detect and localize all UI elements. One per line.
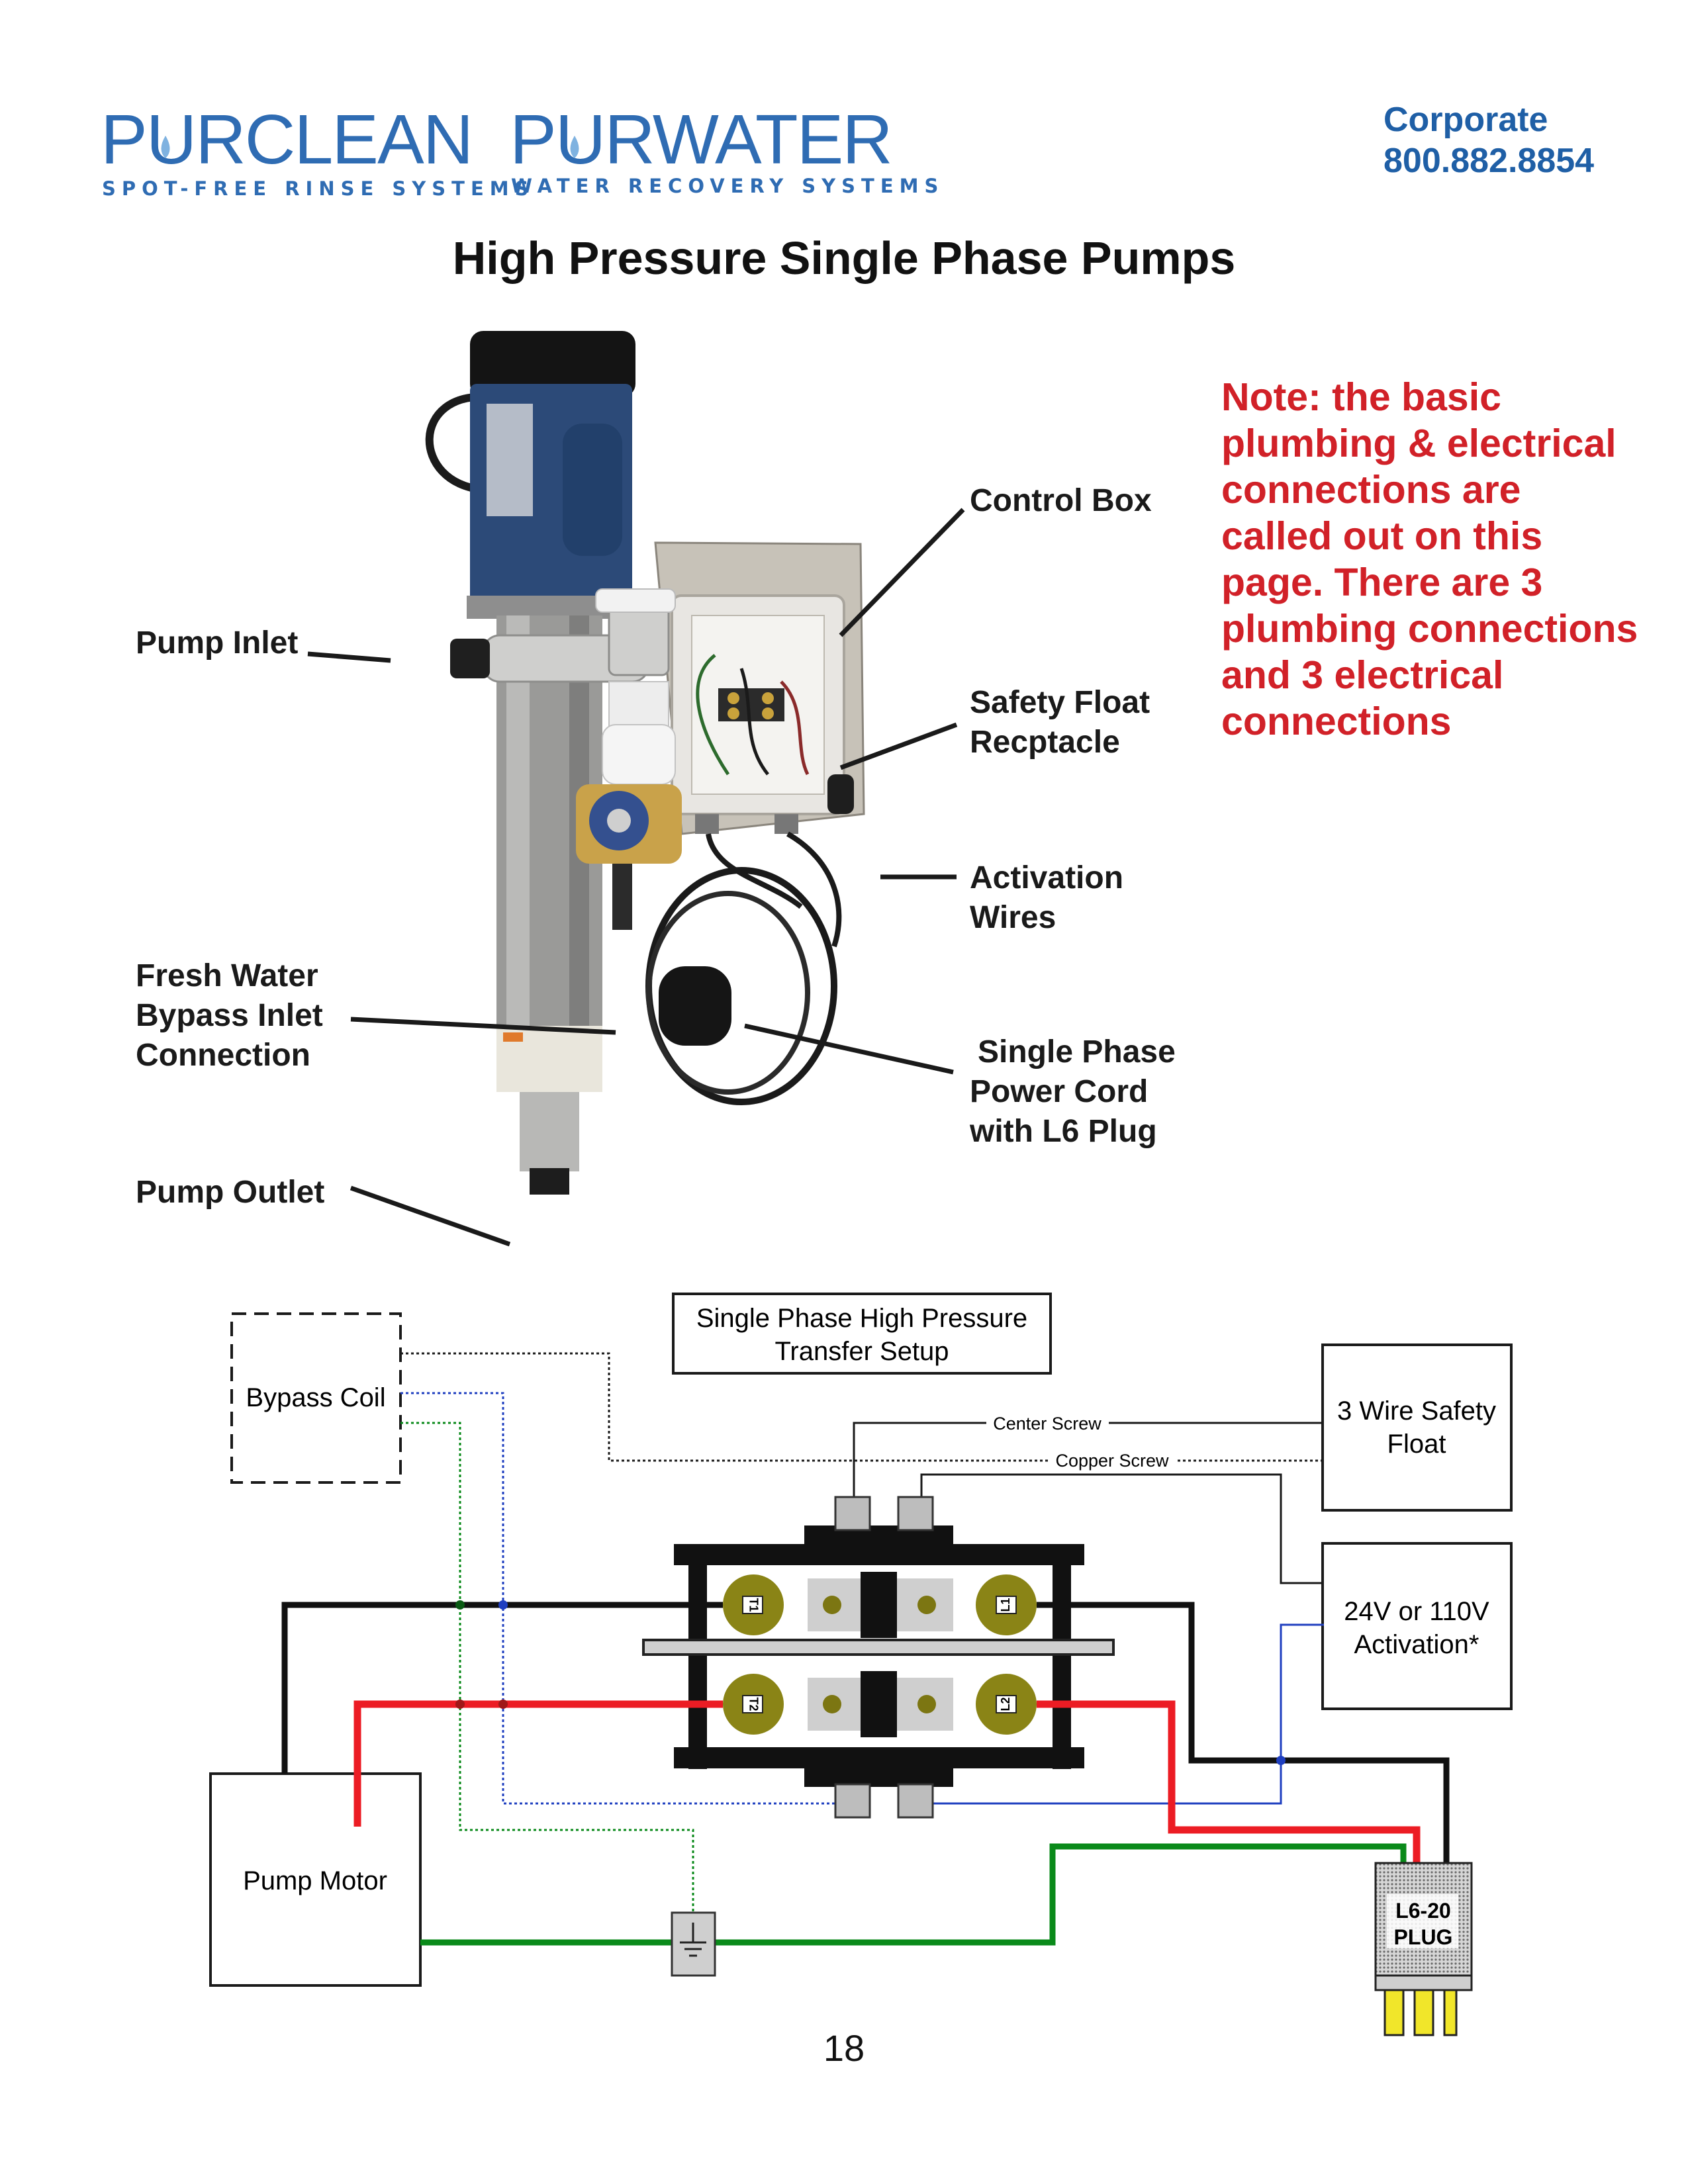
wire-blue-activation [921, 1623, 1324, 1805]
corporate-contact: Corporate 800.882.8854 [1383, 99, 1594, 181]
leader-pump-outlet [350, 1185, 511, 1247]
wire-red-motor [353, 1700, 723, 1827]
leader-safety-float [839, 722, 958, 770]
logo-drop-icons [161, 136, 579, 158]
wire-coil-to-copper-screw [400, 1352, 1324, 1462]
drop-icon [161, 136, 170, 158]
drop-icon [570, 136, 579, 158]
pump-motor-label: Pump Motor [243, 1866, 387, 1895]
safety-float-label-line1: 3 Wire Safety [1337, 1396, 1496, 1426]
wire-red-line [1037, 1700, 1421, 1863]
label-pump-inlet: Pump Inlet [136, 625, 299, 660]
motor-junction-box [563, 424, 622, 556]
ground-icon [671, 1911, 716, 1977]
purwater-tagline: WATER RECOVERY SYSTEMS [511, 175, 945, 197]
center-screw-terminal [834, 1496, 871, 1531]
diagram-title-line2: Transfer Setup [774, 1337, 949, 1366]
pump-assembly-illustration [425, 331, 865, 1195]
wire-black-motor [281, 1602, 723, 1774]
wire-black-line [1037, 1602, 1450, 1863]
page-title: High Pressure Single Phase Pumps [452, 232, 1236, 284]
wire-green-dotted [400, 1422, 694, 1913]
label-safety-float: Safety Float Recptacle [970, 685, 1150, 760]
activation-box [1321, 1542, 1513, 1710]
label-activation-wires: Activation Wires [970, 860, 1124, 935]
label-power-cord: Single Phase Power Cord with L6 Plug [970, 1034, 1176, 1149]
purclean-tagline: SPOT-FREE RINSE SYSTEMS [102, 177, 535, 200]
copper-screw-terminal [897, 1496, 934, 1531]
copper-screw-label: Copper Screw [1055, 1451, 1169, 1471]
label-pump-outlet: Pump Outlet [136, 1175, 325, 1210]
diagram-title-line1: Single Phase High Pressure [696, 1304, 1027, 1333]
corporate-label: Corporate [1383, 101, 1548, 139]
l6-plug [659, 966, 731, 1046]
bypass-coil-box [230, 1312, 402, 1484]
wire-blue-dotted [400, 1392, 854, 1805]
wire-coil-to-activation [920, 1473, 1324, 1584]
wire-green-plug-ground [715, 1843, 1407, 1946]
diagram-title-box [672, 1293, 1052, 1375]
activation-label-line2: Activation* [1354, 1630, 1479, 1659]
svg-text:T1: T1 [747, 1598, 760, 1612]
photo-leader-lines [307, 508, 965, 1247]
outlet-fitting [520, 1092, 579, 1171]
center-screw-label: Center Screw [993, 1414, 1102, 1433]
leader-bypass-inlet [350, 1017, 616, 1035]
float-receptacle [827, 774, 854, 814]
leader-power-cord [744, 1023, 954, 1075]
safety-float-label-line2: Float [1387, 1430, 1446, 1459]
motor-end-cap [470, 331, 635, 397]
wiring-diagram: Single Phase High Pressure Transfer Setu… [209, 1293, 1513, 2036]
bypass-coil-label: Bypass Coil [246, 1383, 385, 1412]
contactor-top-bar [674, 1544, 1084, 1565]
purclean-wordmark: PURCLEAN [101, 101, 473, 179]
page-number: 18 [823, 2027, 865, 2069]
motor-nameplate [487, 404, 533, 516]
label-fresh-water-bypass: Fresh Water Bypass Inlet Connection [136, 958, 323, 1073]
svg-text:T2: T2 [747, 1697, 760, 1711]
plug-prong [1443, 1989, 1458, 2036]
motor-cable [425, 392, 491, 494]
wire-center-screw [853, 1422, 1324, 1497]
corporate-phone: 800.882.8854 [1383, 142, 1595, 180]
label-control-box: Control Box [970, 483, 1152, 518]
note-text: Note: the basic plumbing & electrical co… [1221, 375, 1638, 743]
pump-outlet-port [530, 1168, 569, 1195]
contactor-mid-bar [642, 1639, 1115, 1656]
activation-label-line1: 24V or 110V [1344, 1597, 1489, 1626]
leader-control-box [839, 508, 965, 637]
contactor-bottom-bar [674, 1747, 1084, 1768]
safety-float-box [1321, 1343, 1513, 1512]
pump-inlet-port [450, 639, 490, 678]
plug-label-line2: PLUG [1394, 1925, 1453, 1949]
plug-prong [1413, 1989, 1434, 2036]
plug-label-line1: L6-20 [1395, 1899, 1451, 1923]
plug-prong [1383, 1989, 1405, 2036]
svg-text:L1: L1 [999, 1598, 1012, 1612]
pump-motor-box [209, 1772, 422, 1987]
leader-pump-inlet [307, 651, 391, 663]
svg-text:L2: L2 [999, 1697, 1012, 1711]
